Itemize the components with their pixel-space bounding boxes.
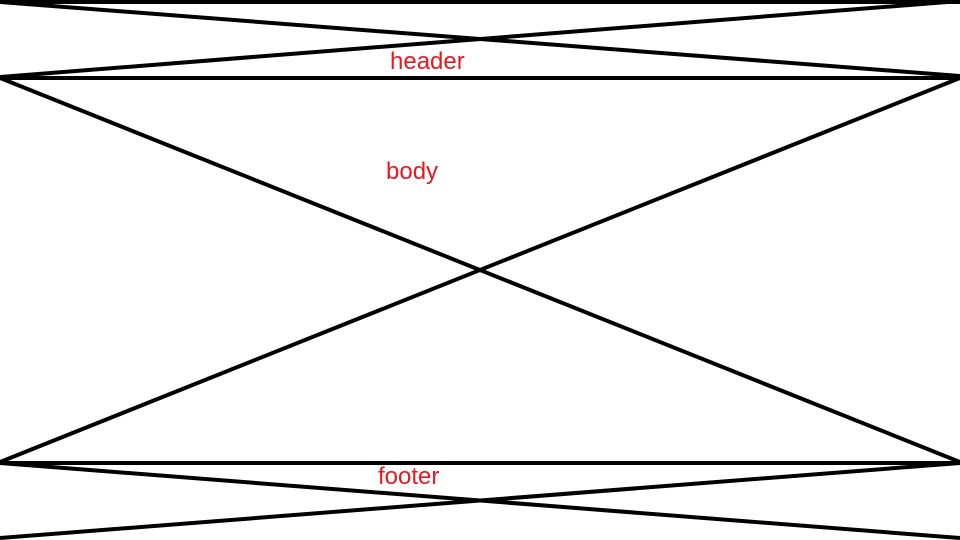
- body-diagonal-up: [0, 76, 960, 464]
- header-diagonal-up: [0, 0, 960, 79]
- footer-label: footer: [378, 463, 440, 490]
- footer-diagonal-up: [0, 461, 960, 540]
- header-label: header: [390, 48, 465, 75]
- body-label: body: [386, 158, 439, 185]
